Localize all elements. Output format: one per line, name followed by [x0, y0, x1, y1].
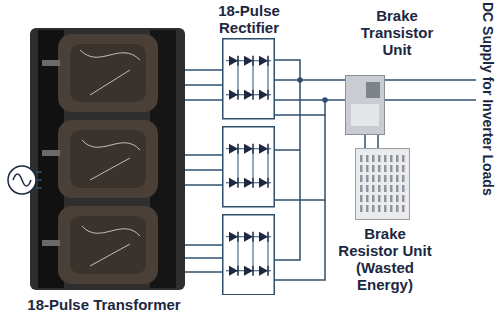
resistor-grille	[356, 149, 409, 219]
brake-resistor-box: Brake Resistor Unit (Wasted Energy)	[355, 148, 410, 220]
unit-label: 18-Pulse Transformer	[9, 296, 199, 313]
wire-connector	[185, 99, 222, 101]
transistor-panel	[366, 82, 380, 98]
dc-supply-label: DC Supply for Inverter Loads	[479, 2, 497, 196]
unit-label: Brake Resistor Unit (Wasted Energy)	[334, 225, 436, 293]
brake-transistor-box: Brake Transistor Unit	[345, 75, 385, 135]
ac-source-symbol	[8, 166, 42, 194]
wire-connector	[275, 99, 345, 101]
rectifier-box: 18-Pulse Rectifier	[222, 38, 275, 295]
unit-label: 18-Pulse Rectifier	[209, 2, 289, 36]
transformer-box: 18-Pulse Transformer	[30, 28, 185, 290]
rectifier-symbol	[222, 38, 275, 295]
transistor-panel	[351, 104, 379, 126]
transformer-illustration	[30, 28, 185, 290]
wire-connector	[364, 135, 366, 148]
unit-label: Brake Transistor Unit	[350, 7, 445, 58]
ac-wires	[185, 70, 222, 272]
